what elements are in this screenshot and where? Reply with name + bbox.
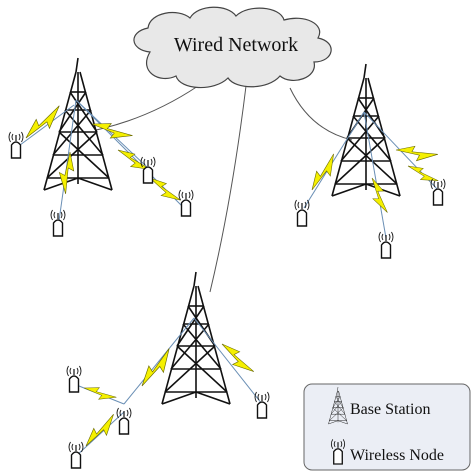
radio-links-right — [303, 111, 439, 239]
lightning-right — [305, 142, 441, 216]
base-station-icon — [161, 271, 231, 405]
lightning-icon — [80, 411, 121, 452]
wired-network-cloud: Wired Network — [133, 6, 332, 89]
wireless-node-icon — [140, 156, 156, 184]
lightning-bottom — [80, 338, 257, 452]
lightning-icon — [81, 382, 118, 405]
wired-links — [95, 85, 353, 293]
lightning-icon — [305, 151, 343, 195]
base-station-icon — [331, 63, 401, 197]
lightning-icon — [20, 102, 67, 145]
legend: Base Station Wireless Node — [303, 383, 471, 471]
wireless-nodes-right — [294, 178, 446, 259]
lightning-icon — [394, 142, 439, 165]
lightning-icon — [55, 150, 78, 195]
wireless-node-icon — [68, 441, 84, 469]
base-station-bottom — [161, 271, 231, 405]
radio-links-left — [15, 99, 185, 229]
wired-link-right — [289, 87, 353, 141]
wireless-node-icon — [116, 407, 132, 435]
wireless-node-icon — [50, 209, 66, 237]
wireless-node-icon — [66, 365, 82, 393]
legend-box — [303, 383, 471, 471]
cloud-label: Wired Network — [174, 34, 298, 56]
wired-link-bottom — [209, 85, 247, 293]
radio-links-bottom — [73, 317, 263, 457]
wireless-node-icon — [430, 178, 446, 206]
base-station-right — [331, 63, 401, 197]
wireless-node-icon — [378, 231, 394, 259]
cloud-icon — [133, 6, 332, 89]
wireless-node-icon — [178, 189, 194, 217]
wireless-node-icon — [254, 391, 270, 419]
lightning-icon — [365, 175, 392, 216]
lightning-icon — [404, 160, 441, 188]
wireless-node-icon — [8, 131, 24, 159]
legend-wireless-node-label: Wireless Node — [350, 447, 444, 464]
legend-base-station-label: Base Station — [350, 401, 430, 418]
